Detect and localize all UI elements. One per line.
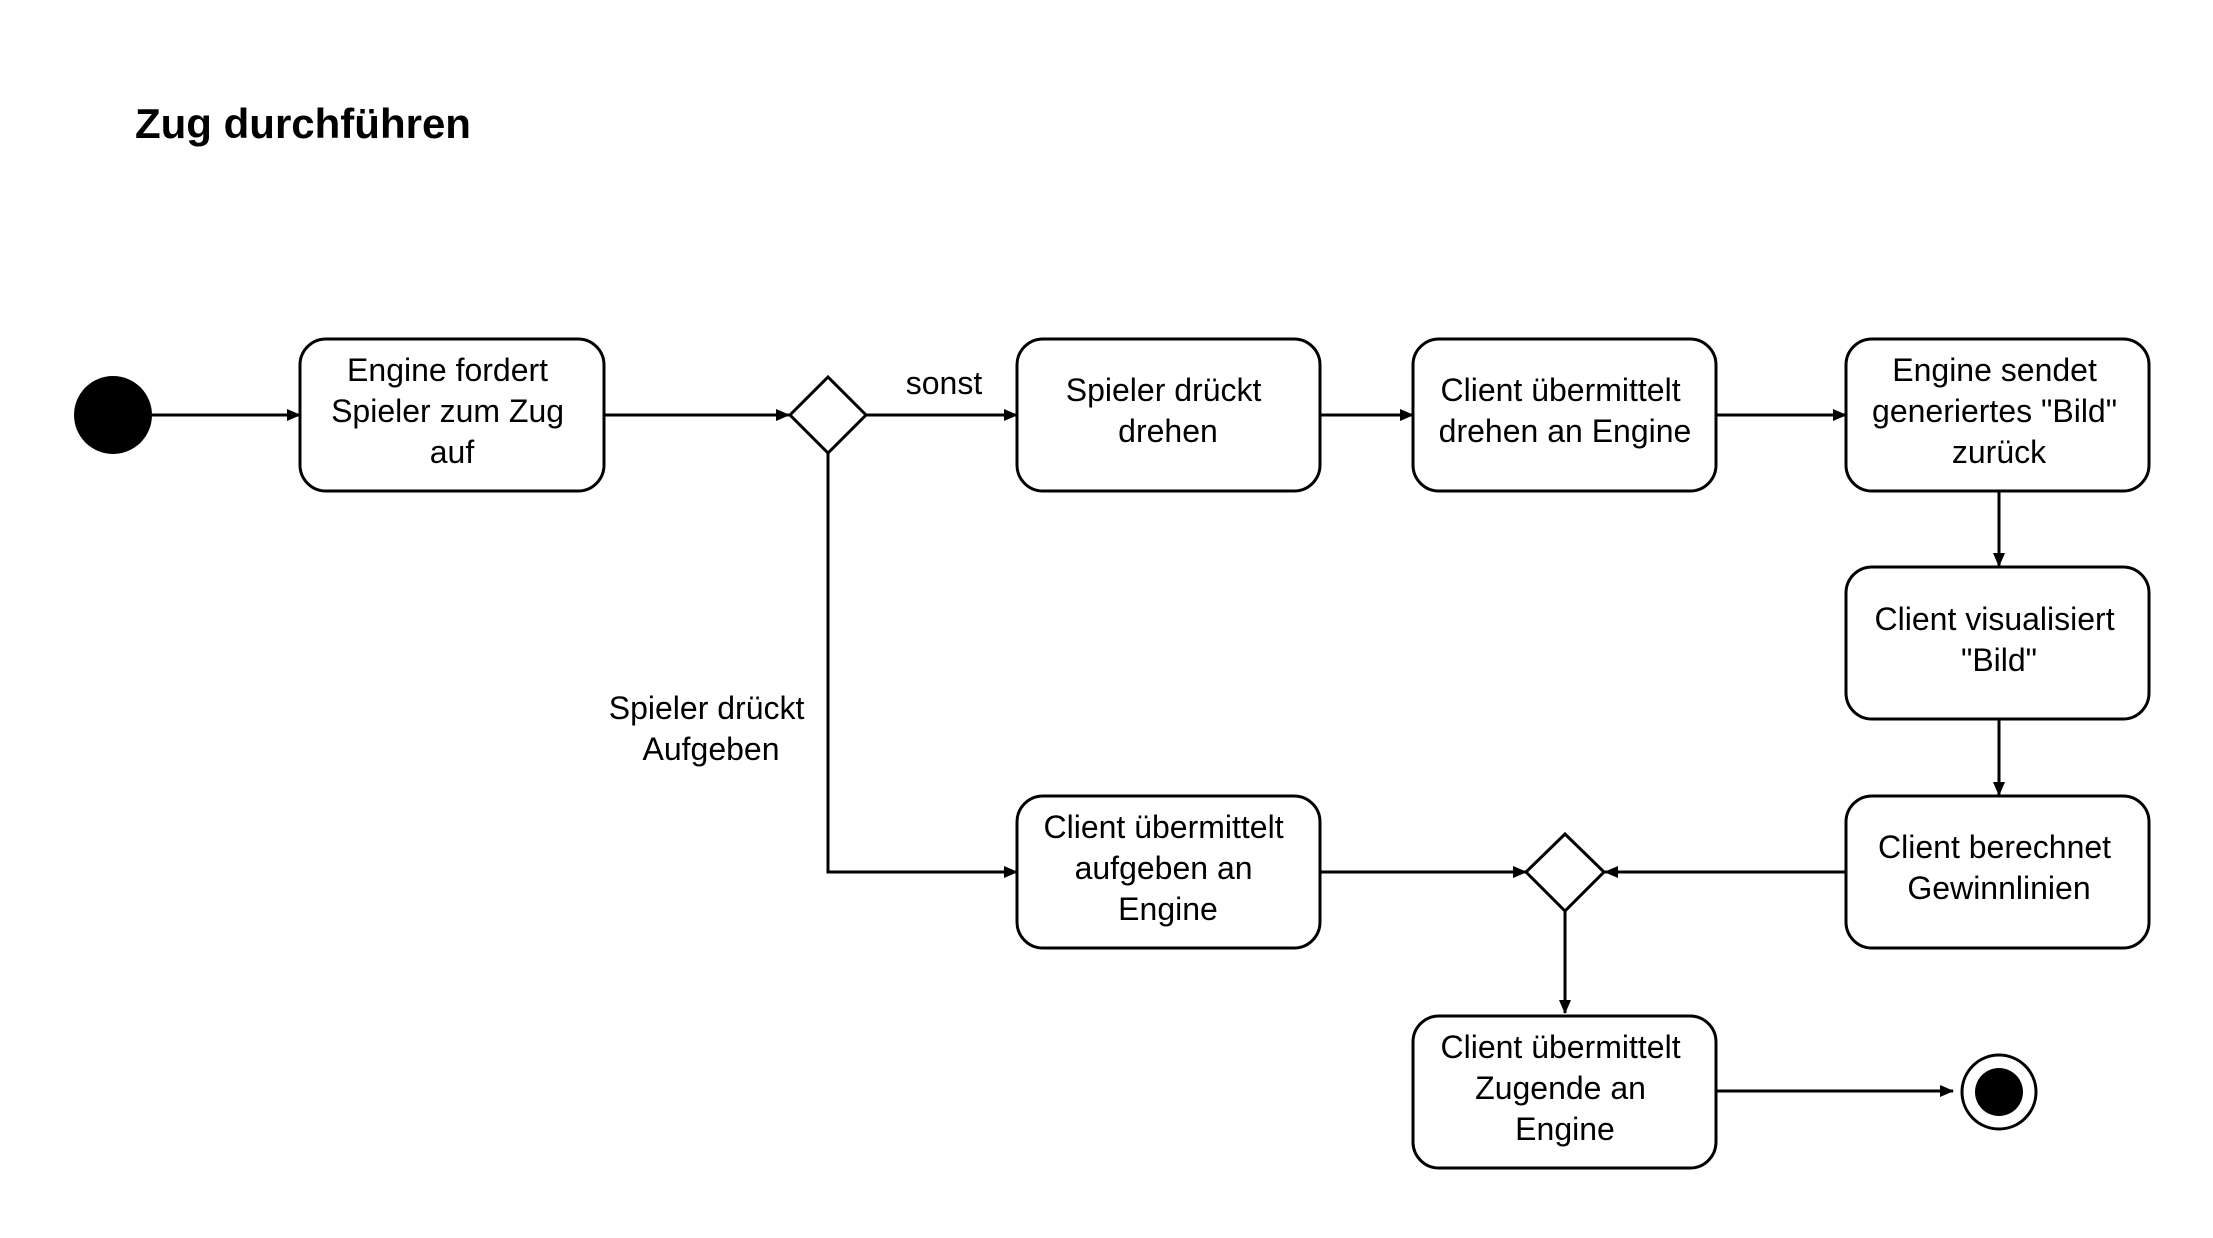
action-client-end: Client übermittelt Zugende an Engine	[1411, 1014, 1718, 1170]
node-line: auf	[430, 434, 475, 470]
node-line: Client berechnet	[1878, 829, 2111, 865]
action-engine-image: Engine sendet generiertes "Bild" zurück	[1844, 337, 2151, 493]
action-client-turn: Client übermittelt drehen an Engine	[1411, 337, 1718, 493]
node-line: generiertes "Bild"	[1872, 393, 2117, 429]
node-line: Gewinnlinien	[1907, 870, 2090, 906]
svg-text:Client visualisiert "Bil: Client visualisiert "Bild"	[1875, 601, 2124, 678]
node-line: Client übermittelt	[1441, 1029, 1681, 1065]
svg-text:Spieler drückt drehen: Spieler drückt drehen	[1066, 372, 1271, 449]
node-line: Client übermittelt	[1441, 372, 1681, 408]
edges	[152, 409, 2005, 1097]
svg-text:Client übermittelt aufge: Client übermittelt aufgeben an Engine	[1044, 809, 1293, 927]
node-line: Engine sendet	[1892, 352, 2097, 388]
action-client-calc: Client berechnet Gewinnlinien	[1844, 794, 2151, 950]
node-line: Engine	[1118, 891, 1218, 927]
edge-label-line: Spieler drückt	[609, 690, 805, 726]
svg-text:Client berechnet Gewinnl: Client berechnet Gewinnlinien	[1878, 829, 2120, 906]
edge-label-line: Aufgeben	[642, 731, 779, 767]
action-client-giveup: Client übermittelt aufgeben an Engine	[1015, 794, 1322, 950]
svg-text:Engine fordert Spieler z: Engine fordert Spieler zum Zug auf	[331, 352, 573, 470]
node-line: Zugende an	[1475, 1070, 1646, 1106]
action-client-visual: Client visualisiert "Bild"	[1844, 565, 2151, 721]
node-line: "Bild"	[1961, 642, 2037, 678]
edge-label-line: sonst	[906, 365, 983, 401]
final-node	[1960, 1053, 2038, 1131]
node-line: zurück	[1952, 434, 2047, 470]
edge-decision-to-giveup	[826, 453, 1018, 878]
svg-text:Client übermittelt drehe: Client übermittelt drehen an Engine	[1439, 372, 1692, 449]
node-line: Engine fordert	[347, 352, 548, 388]
svg-text:Engine sendet generierte: Engine sendet generiertes "Bild" zurück	[1872, 352, 2126, 470]
start-node	[74, 376, 152, 454]
action-player-turn: Spieler drückt drehen	[1015, 337, 1322, 493]
node-line: Spieler zum Zug	[331, 393, 564, 429]
svg-text:Client übermittelt Zugen: Client übermittelt Zugende an Engine	[1441, 1029, 1690, 1147]
node-line: Client visualisiert	[1875, 601, 2115, 637]
merge-node	[1523, 831, 1607, 914]
node-line: Engine	[1515, 1111, 1615, 1147]
node-line: drehen	[1118, 413, 1218, 449]
decision-node	[787, 374, 869, 456]
node-line: aufgeben an	[1075, 850, 1253, 886]
node-line: drehen an Engine	[1439, 413, 1692, 449]
node-line: Spieler drückt	[1066, 372, 1262, 408]
edge-label-else: sonst	[906, 365, 983, 401]
node-line: Client übermittelt	[1044, 809, 1284, 845]
diagram-title: Zug durchführen	[135, 100, 471, 147]
edge-label-give-up: Spieler drückt Aufgeben	[609, 690, 814, 767]
action-engine-request: Engine fordert Spieler zum Zug auf	[298, 337, 606, 493]
